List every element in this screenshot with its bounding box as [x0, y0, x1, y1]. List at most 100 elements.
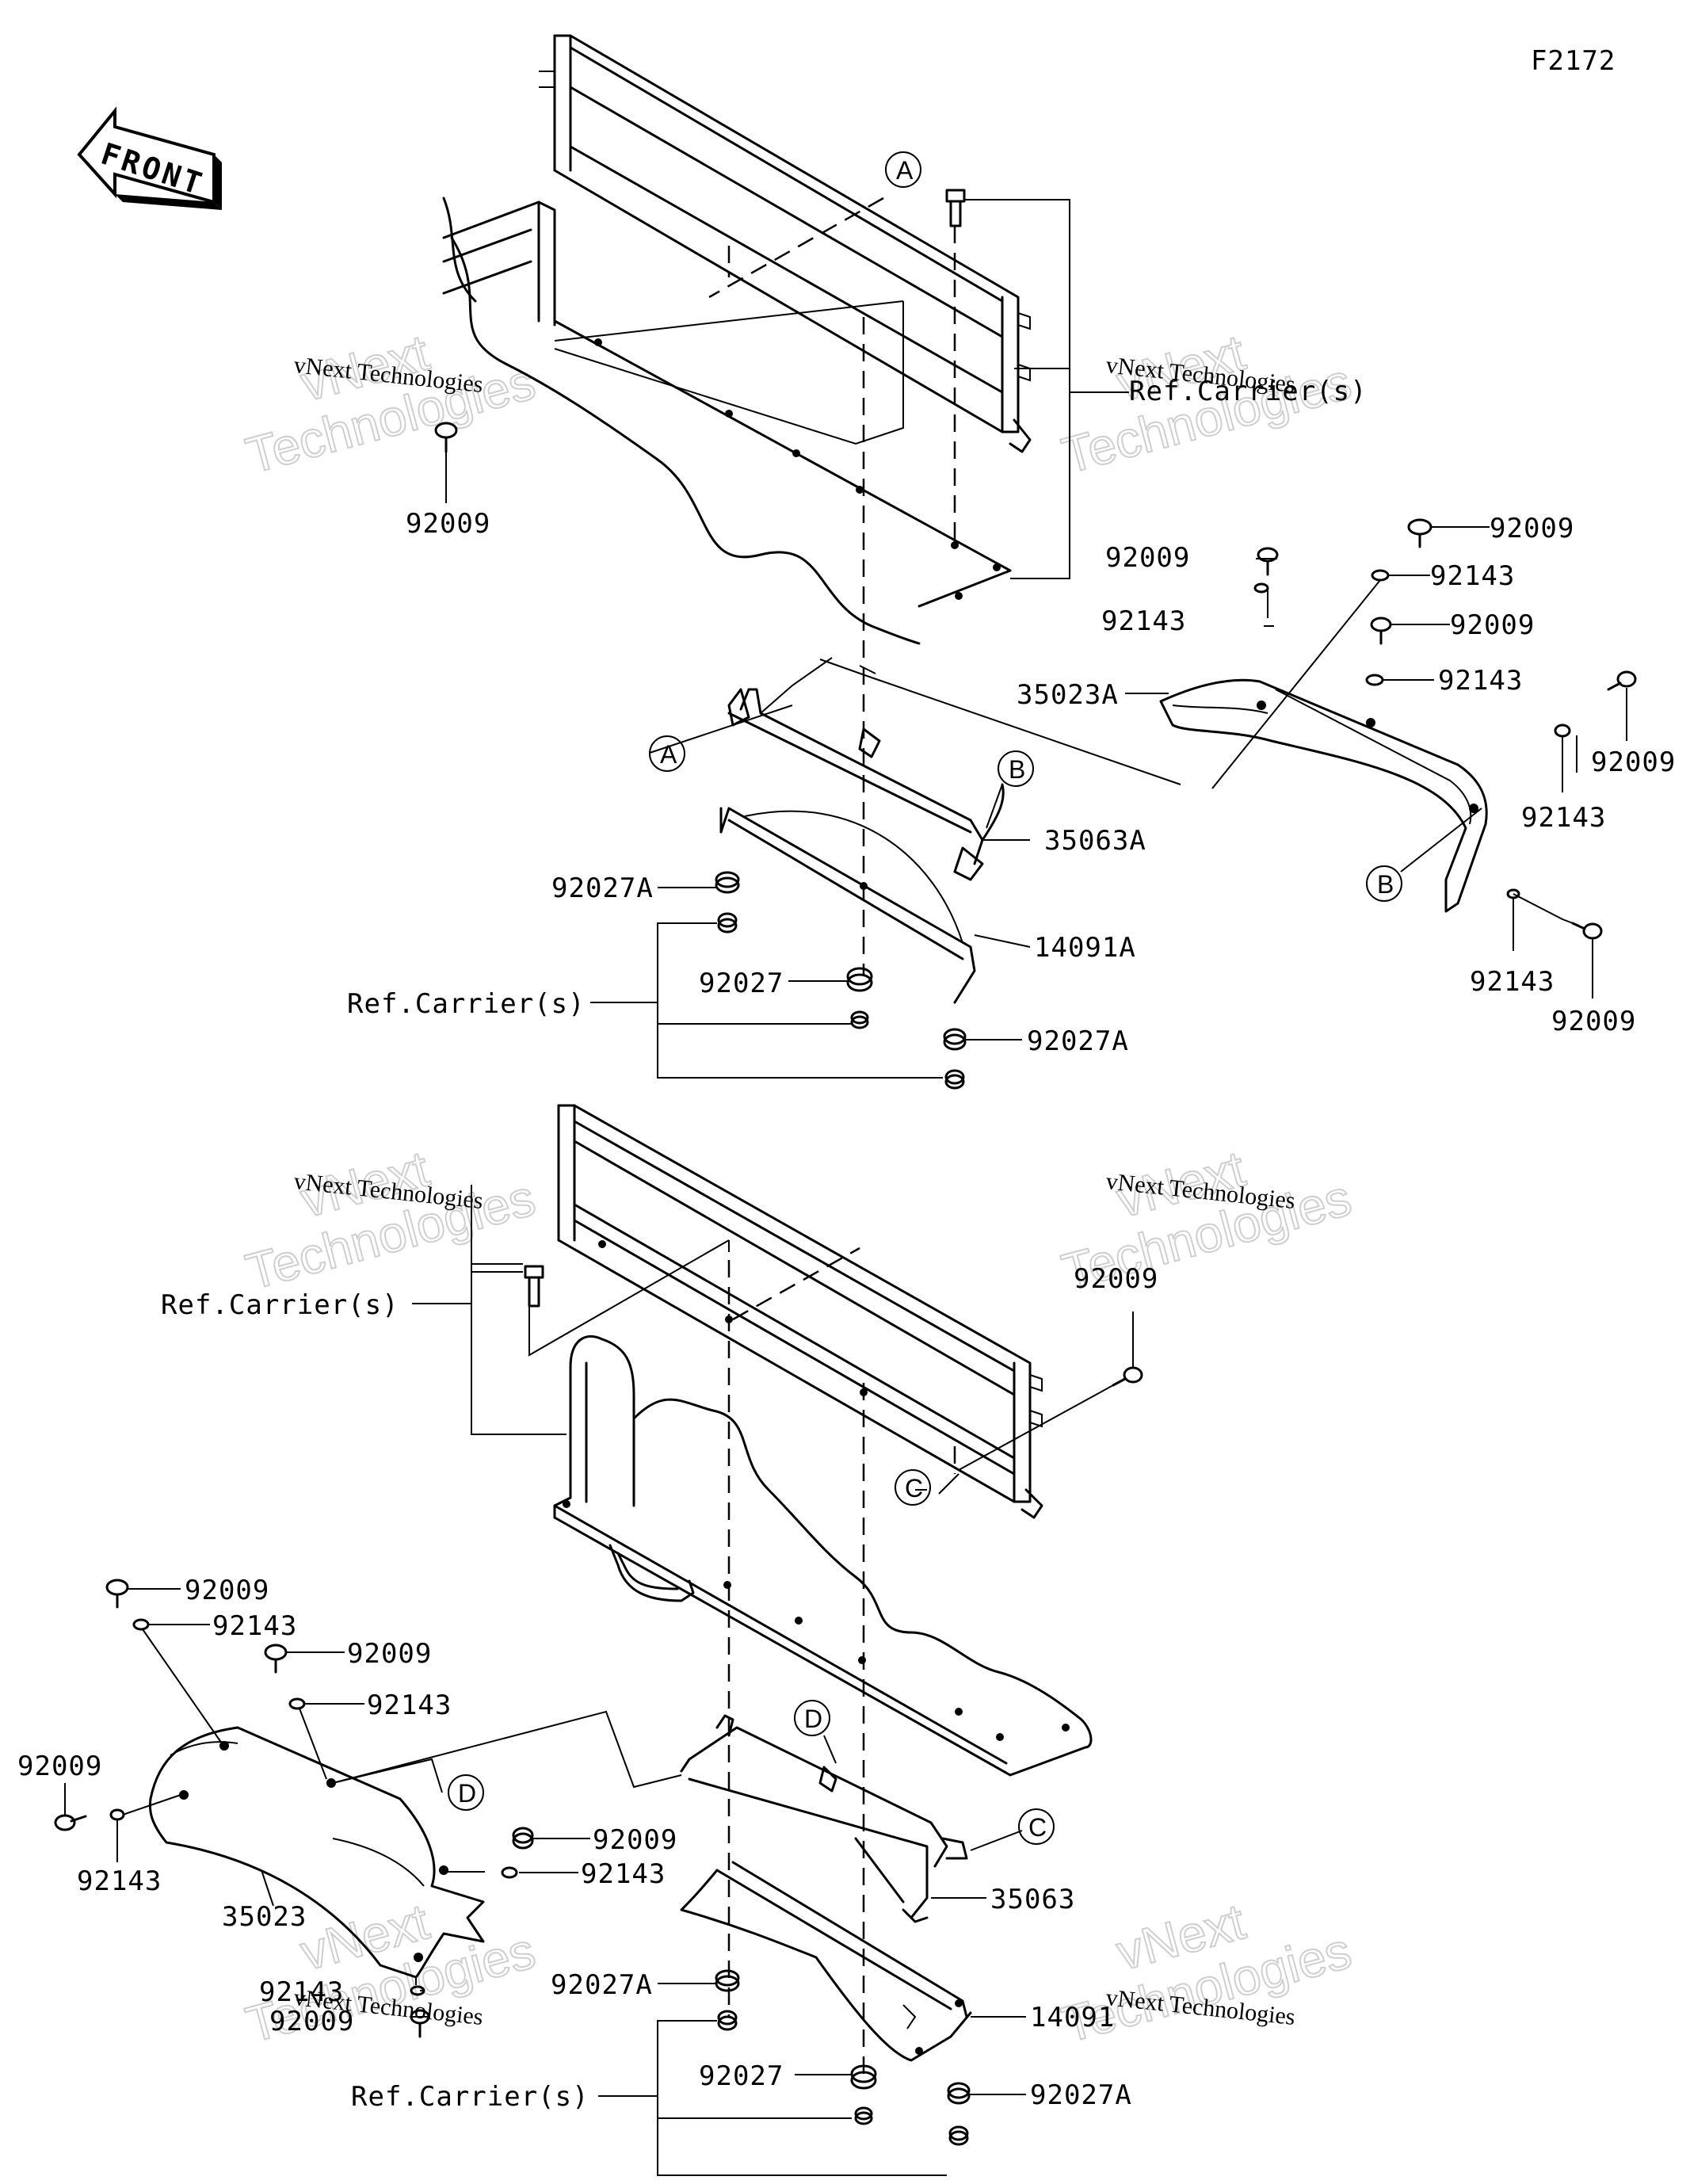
label-92009: 92009 [1074, 1263, 1158, 1295]
screw-icon [1370, 617, 1392, 645]
bracket-35063 [680, 1714, 968, 1923]
nut-icon [943, 1028, 967, 1051]
nut-icon [717, 912, 738, 934]
nut-icon [850, 1010, 869, 1029]
label-35063: 35063 [990, 1884, 1075, 1915]
nut-icon [854, 2106, 873, 2125]
callout-a-top: A [885, 151, 921, 188]
label-92009: 92009 [1105, 542, 1190, 574]
label-92027A: 92027A [551, 872, 654, 904]
screw-icon [264, 1644, 288, 1674]
centerline [708, 197, 884, 299]
centerline [732, 1247, 860, 1321]
washer-icon [501, 1866, 518, 1879]
washer-icon [1365, 674, 1384, 686]
label-92143: 92143 [367, 1690, 452, 1721]
washer-icon [1371, 569, 1390, 582]
nut-icon [947, 2082, 971, 2105]
upper-rear-panel [442, 34, 1032, 645]
label-92027A: 92027A [1027, 1025, 1129, 1057]
label-92009: 92009 [1490, 513, 1574, 544]
washer-icon [1253, 582, 1269, 594]
svg-text:A: A [660, 740, 677, 769]
label-92009: 92009 [406, 508, 490, 540]
screw-icon [105, 1579, 129, 1609]
label-ref-carrier: Ref.Carrier(s) [351, 2081, 589, 2113]
screw-icon [1257, 547, 1279, 576]
screw-icon [54, 1814, 87, 1831]
washer-icon [132, 1618, 150, 1631]
nut-icon [717, 2010, 738, 2031]
svg-text:B: B [1377, 870, 1394, 899]
label-92027A: 92027A [1030, 2079, 1132, 2111]
bracket-35063A [727, 688, 1005, 881]
callout-c-right: C [895, 1469, 931, 1506]
bolt-icon [945, 189, 966, 227]
svg-text:D: D [804, 1705, 822, 1733]
front-arrow-icon: FRONT [77, 106, 222, 210]
label-92143: 92143 [259, 1976, 344, 2008]
label-14091: 14091 [1030, 2002, 1115, 2033]
svg-text:C: C [1028, 1813, 1047, 1842]
label-35023A: 35023A [1017, 679, 1119, 711]
label-35063A: 35063A [1044, 825, 1146, 857]
label-92027A: 92027A [551, 1969, 653, 2001]
label-14091A: 14091A [1034, 932, 1136, 964]
lower-rear-panel [553, 1104, 1093, 1777]
fender-35023A [1159, 678, 1488, 913]
nut-icon [948, 2125, 969, 2146]
label-92143: 92143 [77, 1865, 162, 1897]
svg-text:C: C [905, 1474, 923, 1502]
label-35023: 35023 [222, 1901, 307, 1933]
nut-icon [715, 871, 740, 894]
label-ref-carrier: Ref.Carrier(s) [161, 1289, 399, 1321]
label-92143: 92143 [1470, 966, 1555, 998]
callout-b-mid: B [998, 750, 1034, 787]
callout-c-lower: C [1018, 1808, 1055, 1845]
lower-hardware [54, 1265, 1143, 2146]
washer-icon [288, 1697, 306, 1710]
washer-icon [109, 1808, 125, 1821]
label-92143: 92143 [212, 1610, 297, 1642]
screw-icon [434, 422, 458, 453]
svg-text:D: D [458, 1779, 476, 1808]
nut-icon [715, 1969, 740, 1992]
bracket-14091A [719, 807, 976, 1004]
upper-hardware [434, 189, 1637, 1090]
callout-d-mid: D [794, 1700, 830, 1736]
nut-icon [846, 967, 873, 992]
figure-code: F2172 [1531, 45, 1616, 77]
label-92143: 92143 [1438, 665, 1523, 697]
fender-35023 [148, 1726, 485, 1979]
label-92009: 92009 [185, 1575, 269, 1606]
label-92009: 92009 [347, 1638, 432, 1670]
nut-icon [944, 1069, 965, 1090]
screw-icon [1571, 922, 1603, 940]
callout-a-mid: A [649, 735, 685, 772]
label-92009: 92009 [1450, 609, 1535, 641]
washer-icon [1506, 888, 1520, 899]
label-92027: 92027 [699, 2060, 784, 2092]
label-92009: 92009 [593, 1824, 677, 1856]
lower-leaders [64, 1185, 1134, 2176]
screw-icon [1112, 1366, 1143, 1387]
label-ref-carrier: Ref.Carrier(s) [1129, 376, 1368, 407]
svg-text:A: A [896, 156, 914, 185]
label-92009: 92009 [1591, 746, 1676, 778]
label-92143: 92143 [1521, 802, 1606, 834]
bracket-14091 [680, 1861, 972, 2062]
screw-icon [1607, 670, 1637, 691]
svg-text:B: B [1009, 755, 1025, 784]
label-ref-carrier: Ref.Carrier(s) [347, 988, 586, 1020]
washer-icon [1554, 724, 1571, 738]
label-92009: 92009 [17, 1751, 102, 1782]
label-92143: 92143 [1101, 605, 1186, 637]
bolt-icon [524, 1265, 544, 1308]
upper-leaders [445, 199, 1627, 1079]
screw-icon [1407, 518, 1432, 548]
label-92143: 92143 [581, 1858, 666, 1890]
nut-icon [512, 1827, 534, 1850]
label-92143: 92143 [1430, 560, 1515, 592]
label-92009: 92009 [269, 2006, 354, 2037]
